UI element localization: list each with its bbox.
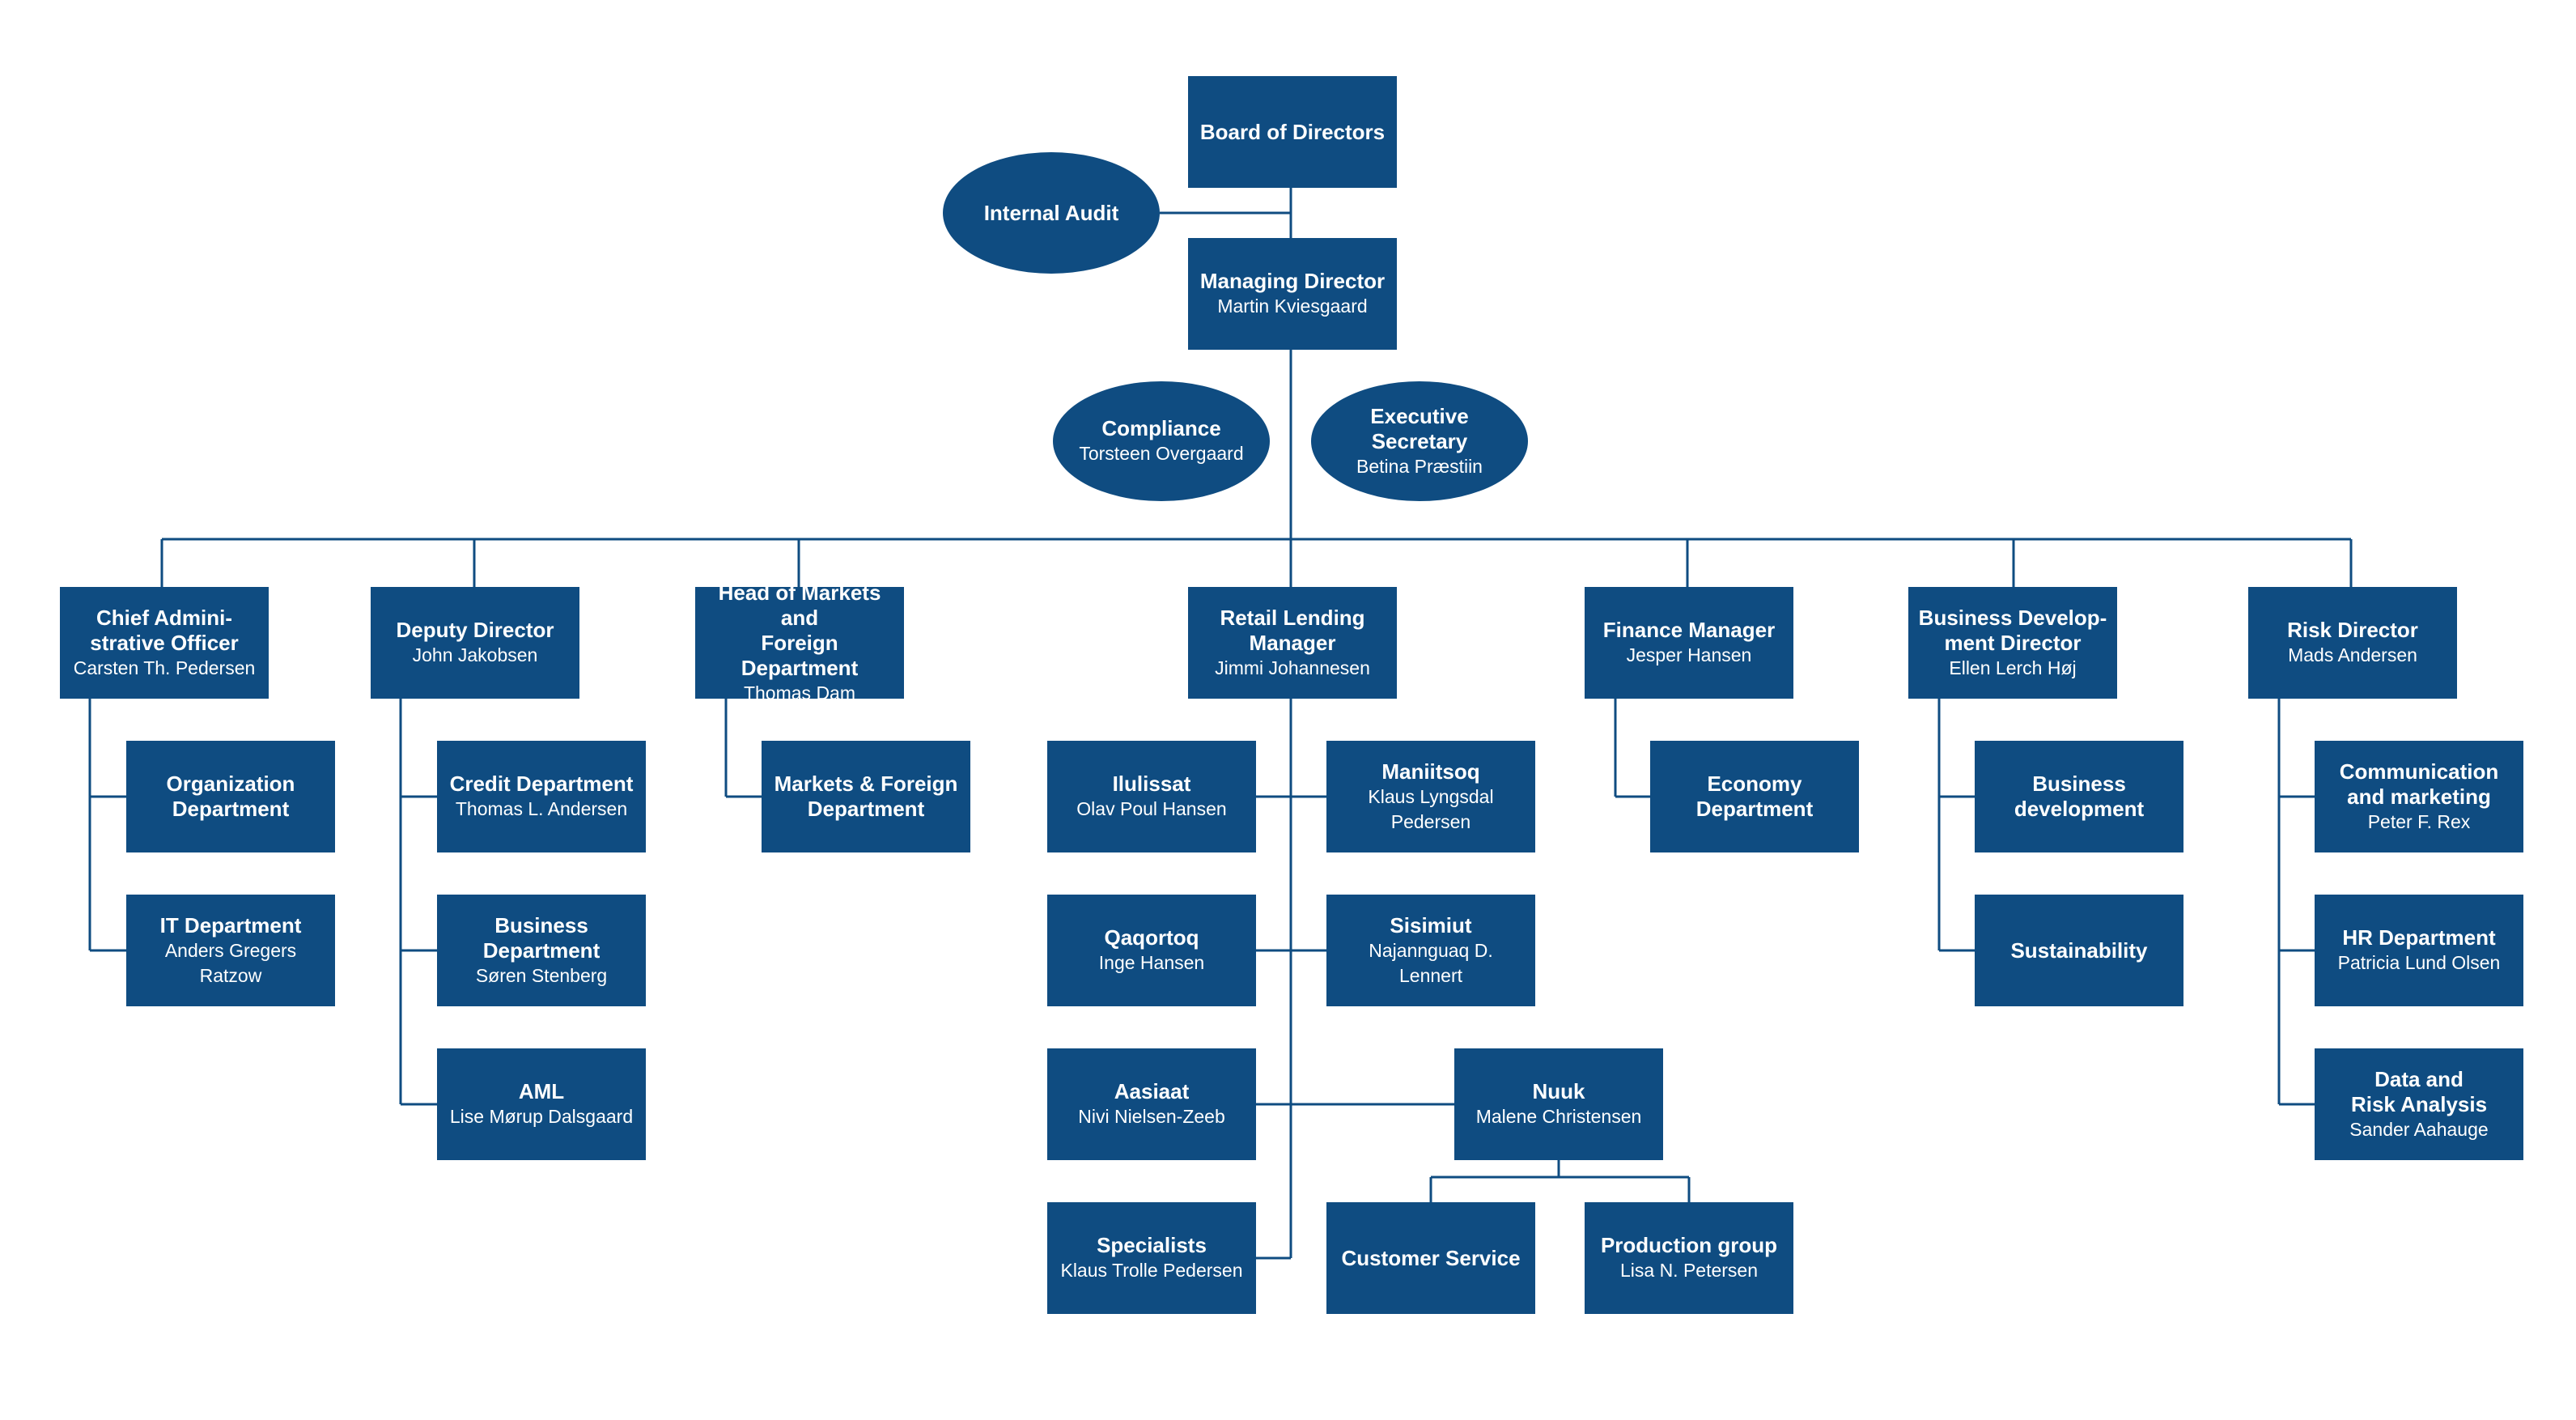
node-title: Qaqortoq bbox=[1104, 925, 1199, 950]
executive-secretary-ellipse: Executive Secretary Betina Præstiin bbox=[1311, 381, 1528, 501]
node-title: Internal Audit bbox=[983, 200, 1119, 225]
node-title: Chief Admini- strative Officer bbox=[90, 605, 239, 655]
chief-administrative-officer-box: Chief Admini- strative Officer Carsten T… bbox=[60, 587, 269, 699]
node-title: Economy Department bbox=[1695, 772, 1814, 821]
node-title: Finance Manager bbox=[1602, 618, 1776, 642]
node-title: Data and Risk Analysis bbox=[2350, 1066, 2488, 1116]
node-subtitle: Lisa N. Petersen bbox=[1619, 1260, 1759, 1281]
sisimiut-box: Sisimiut Najannguaq D. Lennert bbox=[1326, 895, 1535, 1006]
customer-service-box: Customer Service bbox=[1326, 1202, 1535, 1314]
node-subtitle: Lise Mørup Dalsgaard bbox=[449, 1106, 634, 1127]
qaqortoq-box: Qaqortoq Inge Hansen bbox=[1047, 895, 1256, 1006]
node-subtitle: John Jakobsen bbox=[412, 644, 538, 665]
business-development-director-box: Business Develop- ment Director Ellen Le… bbox=[1908, 587, 2117, 699]
node-subtitle: Thomas Dam bbox=[743, 682, 856, 704]
node-subtitle: Klaus Lyngsdal Pedersen bbox=[1368, 785, 1494, 832]
node-title: Managing Director bbox=[1199, 269, 1386, 293]
node-title: Markets & Foreign Department bbox=[774, 772, 958, 821]
node-subtitle: Malene Christensen bbox=[1475, 1106, 1642, 1127]
node-subtitle: Peter F. Rex bbox=[2367, 810, 2471, 832]
production-group-box: Production group Lisa N. Petersen bbox=[1585, 1202, 1793, 1314]
specialists-box: Specialists Klaus Trolle Pedersen bbox=[1047, 1202, 1256, 1314]
retail-lending-manager-box: Retail Lending Manager Jimmi Johannesen bbox=[1188, 587, 1397, 699]
maniitsoq-box: Maniitsoq Klaus Lyngsdal Pedersen bbox=[1326, 741, 1535, 852]
node-title: Business Develop- ment Director bbox=[1918, 605, 2107, 655]
node-title: Executive Secretary bbox=[1370, 403, 1469, 453]
node-subtitle: Sander Aahauge bbox=[2349, 1118, 2489, 1140]
business-development-box: Business development bbox=[1975, 741, 2183, 852]
credit-department-box: Credit Department Thomas L. Andersen bbox=[437, 741, 646, 852]
markets-foreign-department-box: Markets & Foreign Department bbox=[762, 741, 970, 852]
finance-manager-box: Finance Manager Jesper Hansen bbox=[1585, 587, 1793, 699]
ilulissat-box: Ilulissat Olav Poul Hansen bbox=[1047, 741, 1256, 852]
node-subtitle: Betina Præstiin bbox=[1356, 455, 1483, 477]
node-subtitle: Klaus Trolle Pedersen bbox=[1060, 1260, 1243, 1281]
deputy-director-box: Deputy Director John Jakobsen bbox=[371, 587, 579, 699]
node-subtitle: Mads Andersen bbox=[2288, 644, 2417, 665]
node-subtitle: Søren Stenberg bbox=[475, 964, 608, 986]
node-subtitle: Thomas L. Andersen bbox=[455, 798, 628, 819]
node-subtitle: Torsteen Overgaard bbox=[1079, 443, 1244, 464]
node-title: AML bbox=[518, 1079, 565, 1103]
node-title: Retail Lending Manager bbox=[1220, 605, 1365, 655]
node-title: Compliance bbox=[1101, 416, 1221, 440]
node-subtitle: Martin Kviesgaard bbox=[1217, 295, 1368, 317]
board-of-directors-box: Board of Directors bbox=[1188, 76, 1397, 188]
node-title: Customer Service bbox=[1341, 1245, 1521, 1270]
node-subtitle: Najannguaq D. Lennert bbox=[1369, 939, 1493, 986]
hr-department-box: HR Department Patricia Lund Olsen bbox=[2315, 895, 2523, 1006]
node-title: Business Department bbox=[482, 912, 601, 963]
aml-box: AML Lise Mørup Dalsgaard bbox=[437, 1048, 646, 1160]
node-title: Head of Markets and Foreign Department bbox=[718, 580, 881, 680]
node-subtitle: Inge Hansen bbox=[1098, 952, 1205, 973]
economy-department-box: Economy Department bbox=[1650, 741, 1859, 852]
node-subtitle: Ellen Lerch Høj bbox=[1949, 657, 2077, 678]
node-title: Production group bbox=[1600, 1233, 1778, 1257]
compliance-ellipse: Compliance Torsteen Overgaard bbox=[1053, 381, 1270, 501]
node-subtitle: Olav Poul Hansen bbox=[1076, 798, 1227, 819]
node-subtitle: Carsten Th. Pedersen bbox=[73, 657, 256, 678]
managing-director-box: Managing Director Martin Kviesgaard bbox=[1188, 238, 1397, 350]
node-subtitle: Anders Gregers Ratzow bbox=[164, 939, 297, 986]
node-title: Ilulissat bbox=[1112, 772, 1191, 796]
node-subtitle: Jimmi Johannesen bbox=[1215, 657, 1370, 678]
node-title: Organization Department bbox=[166, 772, 295, 821]
node-title: Aasiaat bbox=[1114, 1079, 1190, 1103]
node-title: IT Department bbox=[159, 912, 302, 937]
data-risk-analysis-box: Data and Risk Analysis Sander Aahauge bbox=[2315, 1048, 2523, 1160]
internal-audit-ellipse: Internal Audit bbox=[943, 152, 1160, 274]
head-of-markets-box: Head of Markets and Foreign Department T… bbox=[695, 580, 904, 704]
node-subtitle: Patricia Lund Olsen bbox=[2337, 952, 2501, 973]
node-title: Credit Department bbox=[449, 772, 634, 796]
node-title: Board of Directors bbox=[1199, 119, 1386, 144]
node-title: Maniitsoq bbox=[1381, 759, 1480, 784]
nuuk-box: Nuuk Malene Christensen bbox=[1454, 1048, 1663, 1160]
node-title: Sisimiut bbox=[1390, 912, 1472, 937]
node-subtitle: Nivi Nielsen-Zeeb bbox=[1078, 1106, 1225, 1127]
node-subtitle: Jesper Hansen bbox=[1626, 644, 1752, 665]
node-title: HR Department bbox=[2342, 925, 2496, 950]
aasiaat-box: Aasiaat Nivi Nielsen-Zeeb bbox=[1047, 1048, 1256, 1160]
node-title: Deputy Director bbox=[396, 618, 554, 642]
business-department-box: Business Department Søren Stenberg bbox=[437, 895, 646, 1006]
communication-marketing-box: Communication and marketing Peter F. Rex bbox=[2315, 741, 2523, 852]
node-title: Risk Director bbox=[2287, 618, 2418, 642]
sustainability-box: Sustainability bbox=[1975, 895, 2183, 1006]
node-title: Specialists bbox=[1097, 1233, 1207, 1257]
risk-director-box: Risk Director Mads Andersen bbox=[2248, 587, 2457, 699]
node-title: Nuuk bbox=[1532, 1079, 1585, 1103]
organization-department-box: Organization Department bbox=[126, 741, 335, 852]
node-title: Sustainability bbox=[2010, 937, 2148, 963]
node-title: Communication and marketing bbox=[2339, 759, 2499, 809]
node-title: Business development bbox=[2014, 772, 2145, 821]
it-department-box: IT Department Anders Gregers Ratzow bbox=[126, 895, 335, 1006]
